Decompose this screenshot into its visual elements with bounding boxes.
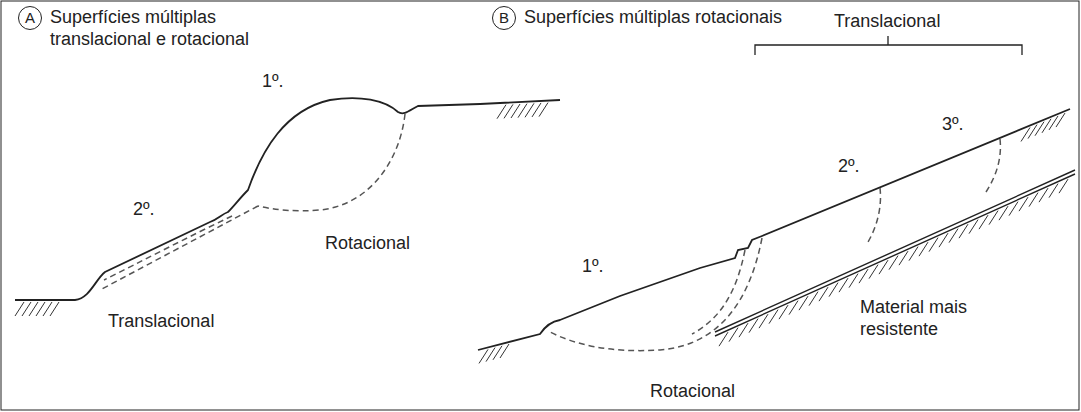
ground-surface	[478, 109, 1070, 350]
hatch-stroke	[1056, 113, 1065, 127]
panel-heading: Superfícies múltiplas translacional e ro…	[50, 6, 282, 50]
bracket-label: Translacional	[834, 10, 940, 32]
hatch-stroke	[759, 314, 768, 328]
hatch-stroke	[849, 274, 858, 288]
hatch-stroke	[819, 287, 828, 301]
rotational-slip-surface	[258, 114, 405, 211]
rotational-slip-surface	[868, 188, 881, 242]
hatch-stroke	[779, 305, 788, 319]
hatch-stroke	[919, 242, 928, 256]
hatch-stroke	[969, 220, 978, 234]
hatch-stroke	[909, 247, 918, 261]
hatch-stroke	[859, 269, 868, 283]
rotational-slip-surface	[692, 250, 745, 334]
hatch-stroke	[729, 328, 738, 342]
hatch-stroke	[959, 224, 968, 238]
order-number: 2º.	[838, 155, 860, 177]
hatch-stroke	[889, 256, 898, 270]
panel-letter: B	[499, 10, 509, 26]
hatch-stroke	[1035, 122, 1044, 136]
hatch-stroke	[899, 251, 908, 265]
hatch-stroke	[739, 323, 748, 337]
hatch-stroke	[22, 302, 31, 316]
hatch-stroke	[719, 332, 728, 346]
rotational-slip-surface	[548, 238, 762, 351]
order-number: 2º.	[133, 198, 155, 220]
translational-slip-surface	[104, 216, 232, 280]
slip-type-label: Rotacional	[325, 232, 410, 254]
hatch-stroke	[769, 310, 778, 324]
bracket	[755, 36, 1022, 55]
hatch-stroke	[1019, 197, 1028, 211]
hatch-stroke	[879, 260, 888, 274]
hatch-stroke	[789, 301, 798, 315]
hatch-stroke	[43, 302, 52, 316]
hatching	[15, 103, 1068, 364]
order-number: 1º.	[262, 70, 284, 92]
hatch-stroke	[979, 215, 988, 229]
hatch-stroke	[929, 238, 938, 252]
panel-heading: Superfícies múltiplas rotacionais	[524, 6, 782, 28]
hatch-stroke	[839, 278, 848, 292]
slip-type-label: Rotacional	[650, 380, 735, 402]
slip-type-label: Translacional	[108, 310, 214, 332]
panel-letter-circle: B	[492, 6, 516, 30]
hatch-stroke	[1049, 184, 1058, 198]
rotational-slip-surface	[986, 139, 1000, 192]
panel-letter: A	[25, 10, 35, 26]
hatch-stroke	[539, 103, 548, 117]
hatch-stroke	[869, 265, 878, 279]
hatch-stroke	[1042, 119, 1051, 133]
material-label: Material mais resistente	[860, 296, 992, 340]
panel-letter-circle: A	[18, 6, 42, 30]
hatch-stroke	[1029, 193, 1038, 207]
hatch-stroke	[949, 229, 958, 243]
hatch-stroke	[1009, 202, 1018, 216]
ground-surface	[15, 98, 560, 300]
hatch-stroke	[1028, 125, 1037, 139]
order-number: 1º.	[582, 255, 604, 277]
hatch-stroke	[50, 302, 59, 316]
hatch-stroke	[829, 283, 838, 297]
hatch-stroke	[999, 206, 1008, 220]
order-number: 3º.	[942, 113, 964, 135]
hatch-stroke	[1049, 116, 1058, 130]
hatch-stroke	[500, 344, 509, 358]
hatch-stroke	[809, 292, 818, 306]
hatch-stroke	[15, 302, 24, 316]
hatch-stroke	[36, 302, 45, 316]
hatch-stroke	[939, 233, 948, 247]
hatch-stroke	[29, 302, 38, 316]
hatch-stroke	[749, 319, 758, 333]
hatch-stroke	[799, 296, 808, 310]
translational-slip-surface	[100, 206, 258, 290]
hatch-stroke	[1021, 127, 1030, 141]
hatch-stroke	[1059, 179, 1068, 193]
hatch-stroke	[1039, 188, 1048, 202]
hatch-stroke	[989, 211, 998, 225]
